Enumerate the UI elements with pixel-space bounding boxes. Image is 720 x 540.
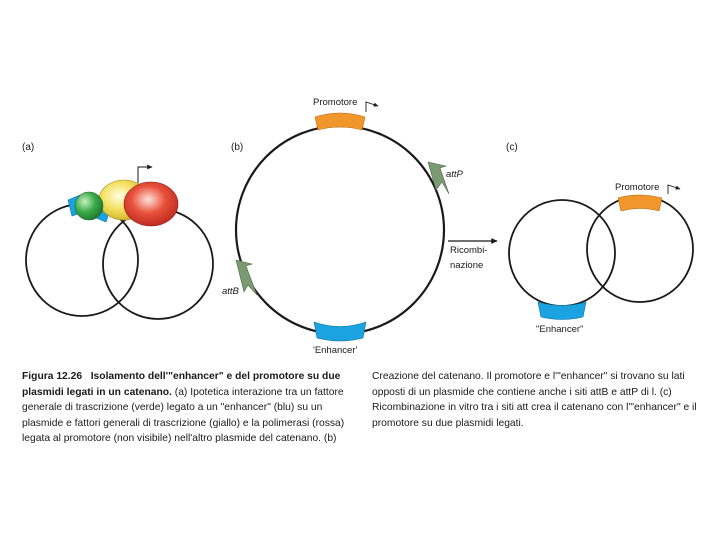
promoter-label-c: Promotore xyxy=(615,182,659,193)
plasmid-b xyxy=(234,124,446,336)
promoter-arrow-b xyxy=(365,101,379,112)
enhancer-site-c xyxy=(537,301,587,320)
general-factor-green xyxy=(74,191,104,221)
enhancer-site-b xyxy=(313,321,367,342)
attP-label: attP xyxy=(446,169,464,180)
figure-caption: Figura 12.26 Isolamento dell'"enhancer" … xyxy=(22,369,702,447)
enhancer-label-c: "Enhancer" xyxy=(536,324,583,335)
plasmid-left-a xyxy=(25,203,139,317)
attB-label: attB xyxy=(222,286,240,297)
recombination-step: Ricombi- nazione xyxy=(448,238,498,271)
panel-label-b: (b) xyxy=(231,142,243,153)
promoter-label-b: Promotore xyxy=(313,97,357,108)
promoter-arrow-a xyxy=(137,164,153,183)
promoter-arrow-c xyxy=(667,184,681,194)
caption-title: Isolamento dell'"enhancer" e del promoto… xyxy=(22,371,341,398)
panel-c: Promotore "Enhancer" xyxy=(508,182,694,335)
caption-figure-number: Figura 12.26 xyxy=(22,371,83,382)
panel-a xyxy=(25,164,214,320)
promoter-site-b xyxy=(314,112,366,131)
recombination-label-2: nazione xyxy=(450,260,483,271)
attB-site xyxy=(235,259,258,296)
enhancer-label-b: 'Enhancer' xyxy=(313,345,357,356)
recombination-label-1: Ricombi- xyxy=(450,245,487,256)
polymerase-red xyxy=(123,181,179,227)
plasmid-right-c xyxy=(586,195,694,303)
promoter-site-c xyxy=(617,194,663,212)
attP-site xyxy=(427,161,450,195)
caption-body: (a) Ipotetica interazione tra un fattore… xyxy=(22,371,697,445)
panel-label-a: (a) xyxy=(22,142,34,153)
panel-label-c: (c) xyxy=(506,142,518,153)
panel-b: Promotore attP attB 'Enhancer' xyxy=(222,97,464,356)
